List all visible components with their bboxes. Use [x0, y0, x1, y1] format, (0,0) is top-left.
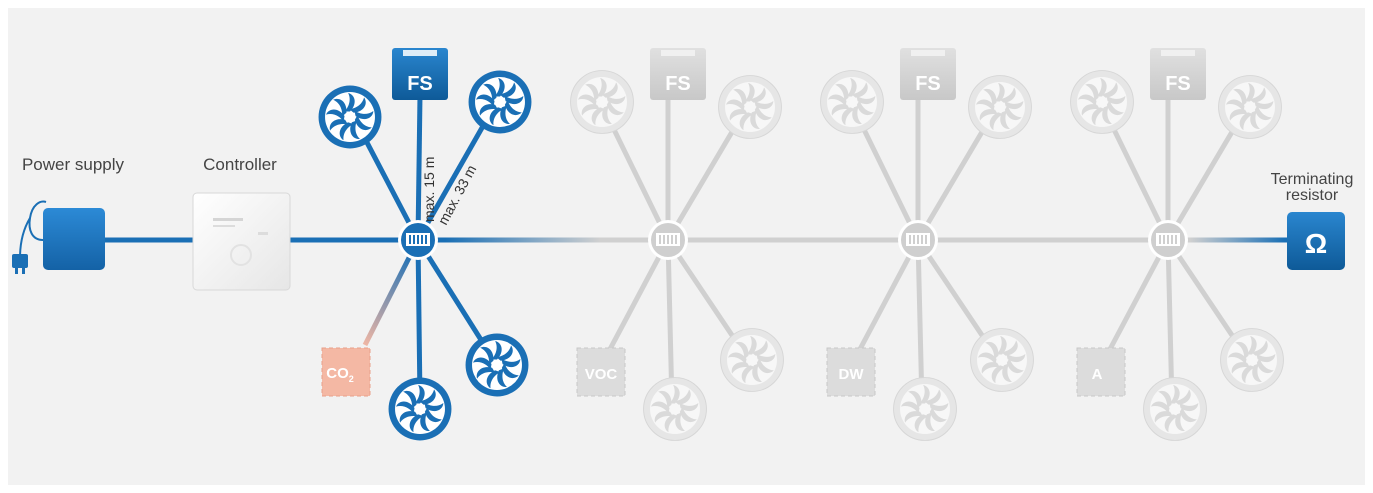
- a-sensor: A: [1076, 347, 1126, 397]
- controller: [192, 192, 291, 291]
- ohm-icon: Ω: [1305, 228, 1327, 259]
- fan-icon: [1143, 377, 1207, 441]
- voc-sensor: VOC: [576, 347, 626, 397]
- fan-icon: [893, 377, 957, 441]
- fan-icon: [968, 75, 1032, 139]
- fs-label: FS: [407, 73, 433, 95]
- fan-icon: [465, 333, 529, 397]
- controller-label: Controller: [203, 155, 277, 174]
- fs-label: FS: [915, 73, 941, 95]
- fan-icon: [643, 377, 707, 441]
- hub-icon: [898, 220, 938, 260]
- fan-icon: [570, 70, 634, 134]
- hub-icon: [398, 220, 438, 260]
- voc-label: VOC: [585, 366, 618, 383]
- power-supply: [12, 200, 105, 274]
- co2-label: CO: [326, 365, 349, 382]
- power-supply-label: Power supply: [22, 155, 125, 174]
- fan-icon: [720, 328, 784, 392]
- hub-icon: [1148, 220, 1188, 260]
- fan-icon: [820, 70, 884, 134]
- fan-icon: [1070, 70, 1134, 134]
- dw-sensor: DW: [826, 347, 876, 397]
- plug-icon: [12, 254, 28, 274]
- fan-icon: [388, 377, 452, 441]
- fs-sensor-inactive: FS: [900, 48, 956, 100]
- terminating-resistor: Ω: [1287, 212, 1345, 270]
- hub-icon: [648, 220, 688, 260]
- fs-label: FS: [665, 73, 691, 95]
- fs-sensor-inactive: FS: [1150, 48, 1206, 100]
- fan-icon: [1220, 328, 1284, 392]
- max-15-label: max. 15 m: [421, 157, 437, 222]
- terminating-label-line2: resistor: [1286, 187, 1339, 204]
- dw-label: DW: [839, 366, 865, 383]
- svg-text:CO2: CO2: [326, 365, 354, 384]
- diagram-frame: Power supply Controller FS max. 15 m max…: [8, 8, 1365, 485]
- fan-icon: [718, 75, 782, 139]
- a-label: A: [1092, 366, 1103, 383]
- terminating-label-line1: Terminating: [1271, 171, 1354, 188]
- fan-icon: [318, 85, 382, 149]
- fs-sensor-active: FS: [392, 48, 448, 100]
- fan-icon: [1218, 75, 1282, 139]
- co2-sensor: CO2: [321, 347, 371, 397]
- fan-icon: [970, 328, 1034, 392]
- co2-subscript: 2: [349, 374, 354, 384]
- fan-icon: [468, 70, 532, 134]
- ventilation-network-diagram: Power supply Controller FS max. 15 m max…: [12, 48, 1354, 441]
- fs-sensor-inactive: FS: [650, 48, 706, 100]
- fs-label: FS: [1165, 73, 1191, 95]
